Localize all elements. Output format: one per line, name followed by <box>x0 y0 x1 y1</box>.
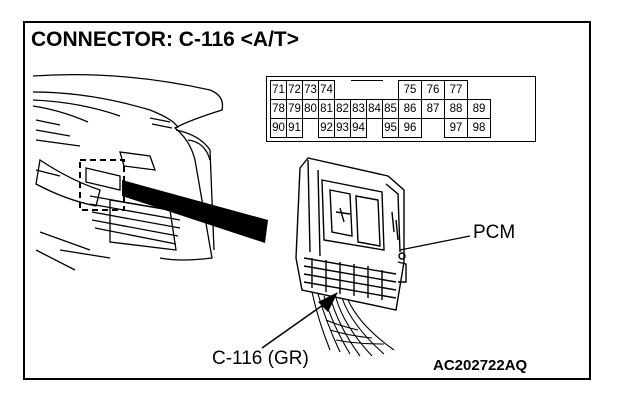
highlight-box <box>79 159 125 211</box>
pin-cell: 83 <box>350 99 367 119</box>
connector-label: C-116 (GR) <box>212 348 309 369</box>
pin-cell-key <box>350 80 367 100</box>
pin-cell: 74 <box>318 80 335 100</box>
pin-cell: 76 <box>421 80 445 100</box>
pin-cell: 77 <box>444 80 468 100</box>
dashboard-illustration <box>32 73 224 271</box>
pin-cell: 85 <box>382 99 399 119</box>
pin-row: 90 91 92 93 94 95 96 97 98 <box>270 118 491 138</box>
pin-cell: 97 <box>444 118 468 138</box>
pin-grid: 71 72 73 74 75 76 77 78 79 80 81 82 83 8… <box>270 80 491 138</box>
pin-cell: 87 <box>421 99 445 119</box>
pin-cell: 84 <box>366 99 383 119</box>
pin-row: 78 79 80 81 82 83 84 85 86 87 88 89 <box>270 99 491 119</box>
pin-cell-empty <box>335 81 351 100</box>
pin-cell-empty <box>367 119 383 138</box>
wire-harness <box>311 291 395 357</box>
connector-arrow-line <box>261 299 331 349</box>
pin-cell: 82 <box>334 99 351 119</box>
pin-cell: 86 <box>398 99 422 119</box>
connector-arrow-head <box>318 292 338 312</box>
pin-cell: 71 <box>270 80 287 100</box>
diagram-title: CONNECTOR: C-116 <A/T> <box>31 28 300 51</box>
figure-code: AC202722AQ <box>433 357 528 374</box>
pin-cell: 93 <box>334 118 351 138</box>
pcm-label: PCM <box>473 222 516 243</box>
pin-cell: 92 <box>318 118 335 138</box>
pin-cell: 96 <box>398 118 422 138</box>
pin-cell: 90 <box>270 118 287 138</box>
pin-cell: 95 <box>382 118 399 138</box>
pin-cell: 73 <box>302 80 319 100</box>
pin-row: 71 72 73 74 75 76 77 <box>270 80 491 100</box>
pin-cell-empty <box>383 81 399 100</box>
pointer-wedge <box>122 180 268 243</box>
connector-pin-layout: 71 72 73 74 75 76 77 78 79 80 81 82 83 8… <box>266 76 536 142</box>
pin-cell: 94 <box>350 118 367 138</box>
pin-cell: 89 <box>467 99 491 119</box>
pin-cell: 88 <box>444 99 468 119</box>
pin-cell: 98 <box>467 118 491 138</box>
pin-cell-empty <box>303 119 319 138</box>
pin-cell: 72 <box>286 80 303 100</box>
pin-cell: 75 <box>398 80 422 100</box>
pin-cell: 80 <box>302 99 319 119</box>
pin-cell-empty <box>422 119 445 138</box>
pin-cell-key <box>366 80 383 100</box>
pin-cell: 91 <box>286 118 303 138</box>
pcm-leader-line <box>399 235 471 251</box>
pin-cell: 81 <box>318 99 335 119</box>
pcm-unit-illustration <box>295 157 407 311</box>
pin-cell: 79 <box>286 99 303 119</box>
pin-cell: 78 <box>270 99 287 119</box>
